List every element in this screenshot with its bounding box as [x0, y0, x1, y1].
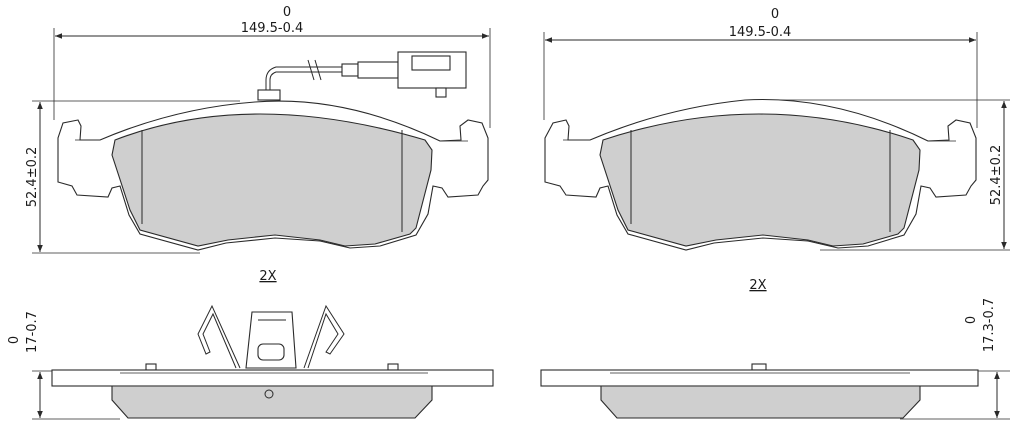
right-ear-lines: [563, 139, 956, 142]
left-side-hole: [264, 389, 274, 399]
left-side-backing-plate: [51, 369, 494, 387]
right-side-tab: [751, 363, 767, 371]
right-quantity-label: 2X: [749, 278, 766, 293]
right-height-value: 52.4±0.2: [989, 145, 1004, 206]
right-front-view: 0 149.5-0.4 52.4±0.2 2X: [543, 7, 1010, 293]
left-width-value: 149.5-0.4: [241, 21, 304, 36]
left-side-tab-2: [387, 363, 399, 371]
left-thickness-upper-tolerance: 0: [7, 336, 22, 344]
anti-rattle-spring: [197, 304, 345, 369]
wear-sensor: [257, 51, 467, 101]
left-thickness-value: 17-0.7: [25, 311, 40, 353]
right-side-view: 0 17.3-0.7: [540, 298, 1010, 420]
left-side-tab-1: [145, 363, 157, 371]
right-width-upper-tolerance: 0: [771, 7, 779, 22]
left-front-view: 0 149.5-0.4 52.4±0.2 2X: [25, 5, 491, 284]
right-side-friction-material: [600, 385, 921, 419]
left-ear-lines: [75, 139, 468, 142]
right-thickness-value: 17.3-0.7: [982, 298, 997, 352]
left-quantity-label: 2X: [259, 269, 276, 284]
left-width-upper-tolerance: 0: [283, 5, 291, 20]
left-friction-material: [111, 113, 433, 247]
left-side-friction-material: [111, 385, 433, 419]
left-side-view: 0 17-0.7: [7, 304, 494, 420]
right-friction-material: [599, 113, 921, 247]
right-side-backing-plate: [540, 369, 979, 387]
right-width-value: 149.5-0.4: [729, 25, 792, 40]
right-thickness-upper-tolerance: 0: [964, 316, 979, 324]
left-height-value: 52.4±0.2: [25, 147, 40, 208]
